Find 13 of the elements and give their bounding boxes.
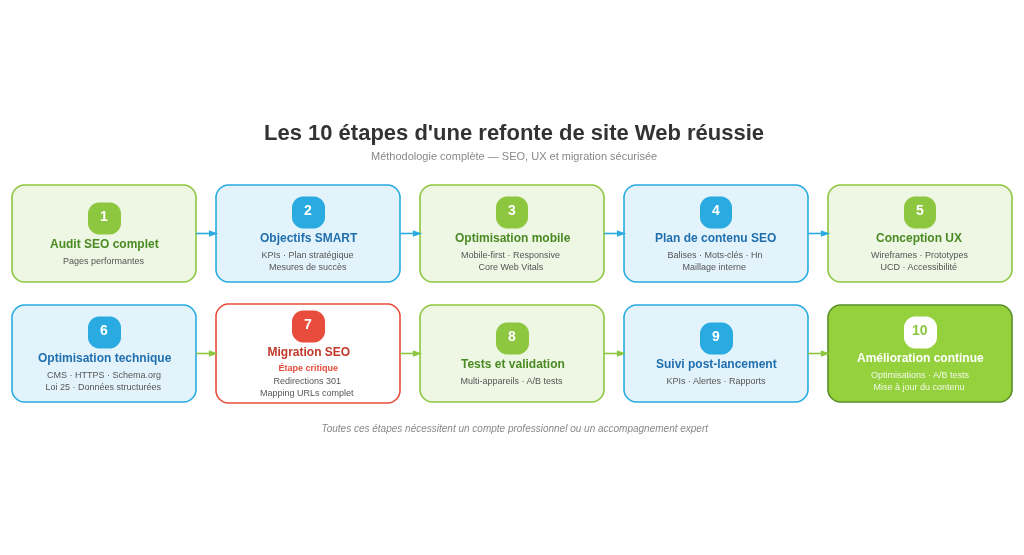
label: Méthodologie complète — SEO, UX et migration sécurisée — [371, 149, 658, 162]
node-box: 6 Optimisation technique CMS · HTTPS · Schema.org Loi 25 · Données structurées — [11, 304, 197, 403]
node-box: 9 Suivi post-lancement KPIs · Alertes · Rapports — [623, 304, 809, 403]
label: Toutes ces étapes nécessitent un compte professionnel ou un accompagnement expert — [321, 423, 709, 434]
node-box: 2 Objectifs SMART KPIs · Plan stratégique Mesures de succès — [215, 184, 401, 283]
node-box: 1 Audit SEO complet Pages performantes — [11, 184, 197, 283]
node-box: 5 Conception UX Wireframes · Prototypes UCD · Accessibilité — [827, 184, 1013, 283]
node-box: 7 Migration SEO Étape critique Redirections 301 Mapping URLs complet — [215, 303, 401, 404]
node-box: 10 Amélioration continue Optimisations · A/B tests Mise à jour du contenu — [827, 304, 1013, 403]
node-box: 4 Plan de contenu SEO Balises · Mots-clés · Hn Maillage interne — [623, 184, 809, 283]
node-box: 3 Optimisation mobile Mobile-first · Responsive Core Web Vitals — [419, 184, 605, 283]
node-box: 8 Tests et validation Multi-appareils · A/B tests — [419, 304, 605, 403]
diagram-title: Les 10 étapes d'une refonte de site Web réussie — [264, 119, 765, 145]
